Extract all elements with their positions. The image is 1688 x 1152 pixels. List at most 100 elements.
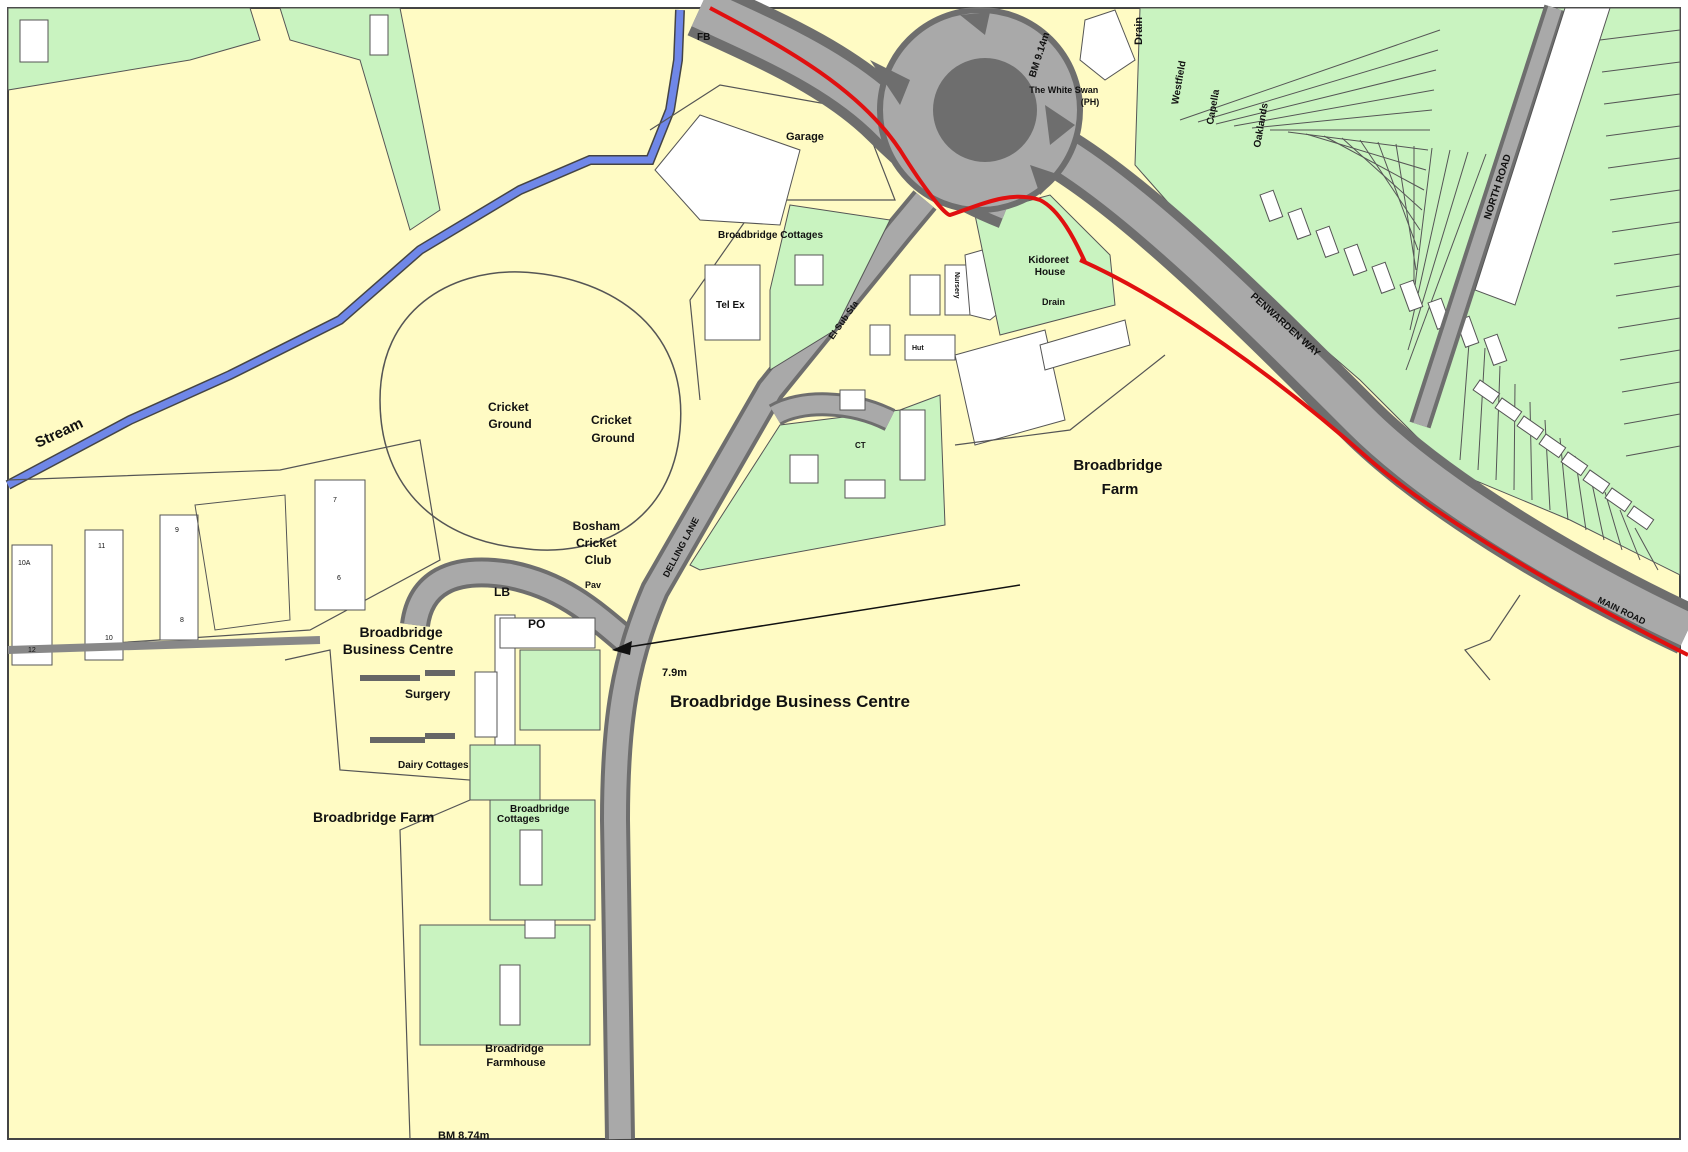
site-boundary-line [709,6,1087,263]
unit-number: 8 [180,617,184,624]
label-line: Bosham [573,519,620,533]
plot-line [1287,131,1429,151]
plot-line [1251,109,1433,129]
north-road-houses [1474,7,1611,306]
label-line: Broadbridge [359,624,442,640]
label-line: Farmhouse [486,1057,545,1069]
plot-outline [954,354,1166,446]
house-block [1560,451,1589,477]
garden-parcel [7,7,261,91]
house-blocks [1259,189,1655,531]
plot-line [1477,347,1486,471]
house-block [1604,487,1633,513]
house-block [1399,279,1424,312]
house-block [1516,415,1545,441]
hatch-mark [370,737,425,743]
unit-number: 10A [18,560,31,567]
building [899,409,926,481]
label-garage: Garage [786,131,824,143]
arrow-head [612,641,632,655]
label-bm-874: BM 8.74m [438,1130,490,1142]
building [499,617,596,649]
label-fb: FB [697,32,710,43]
plot-line [1601,61,1681,73]
farm-building [1039,319,1131,371]
road-island [870,60,910,105]
label-cricket-ground-2: Cricket Ground [591,413,635,445]
garden-parcel [279,7,441,231]
label-line: Cricket [576,536,617,550]
plot-line [1604,491,1623,551]
label-line: Broadbridge [1073,457,1162,474]
plot-line [1179,29,1441,121]
label-drain-mid: Drain [1042,297,1065,307]
plot-line [1611,221,1681,233]
building [869,324,891,356]
plot-line [1495,365,1501,481]
plot-line [1623,413,1681,425]
unit-block [159,514,199,641]
building [519,829,543,886]
label-line: Business Centre [343,641,454,657]
unit-number: 11 [98,543,105,550]
plot-line [1323,135,1425,191]
label-pav: Pav [585,580,601,590]
label-broadbridge-cottages-vertical-2: Cottages [497,814,540,825]
house-block [1343,243,1368,276]
label-dairy-cottages: Dairy Cottages [398,760,469,771]
plot-line [1599,29,1681,41]
plot-line [1377,141,1419,251]
building [524,919,556,939]
plot-line [1305,133,1427,171]
label-broadridge-farmhouse: Broadridge Farmhouse [485,1043,547,1069]
house-block [1538,433,1567,459]
ct-close [770,395,895,429]
hatch-mark [360,675,420,681]
label-line: Club [585,553,612,567]
plot-line [1609,189,1681,201]
building [789,454,819,484]
delling-lane [603,192,934,1140]
label-line: Farm [1102,481,1139,498]
plot-line [1605,125,1681,137]
plot-outline [1464,594,1521,681]
building [1079,9,1136,81]
label-line: Cottages [497,814,540,825]
building [844,479,886,499]
plot-outline [7,439,441,651]
building [19,19,49,63]
label-drain-top: Drain [1133,17,1145,45]
house-block [1287,207,1312,240]
label-ct: CT [855,441,866,450]
building [904,334,956,361]
unit-number: 12 [28,647,36,654]
track [7,636,321,654]
label-line: Ground [488,417,531,431]
plot-line [1405,153,1487,371]
building [909,274,941,316]
building [369,14,389,56]
house-block [1371,261,1396,294]
label-po: PO [528,617,545,631]
label-line: (PH) [1081,97,1100,107]
label-line: Broadridge [485,1043,544,1055]
label-hut: Hut [912,345,924,352]
plot-line [1411,147,1433,311]
building [704,264,761,341]
label-line: Cricket [488,400,529,414]
label-broadbridge-farm-left: Broadbridge Farm [313,809,434,825]
label-lb: LB [494,585,510,599]
label-line: Kidoreet [1028,255,1069,266]
label-broadbridge-cottages-top: Broadbridge Cottages [718,230,823,241]
building [654,114,801,226]
unit-number: 10 [105,635,113,642]
label-bosham-cricket-club: Bosham Cricket Club [573,519,624,567]
road-island [1045,105,1075,145]
plot-lines [1179,29,1681,571]
plot-line [1617,317,1681,329]
plot-line [1613,253,1681,265]
unit-number: 6 [337,575,341,582]
north-road [1413,5,1562,428]
